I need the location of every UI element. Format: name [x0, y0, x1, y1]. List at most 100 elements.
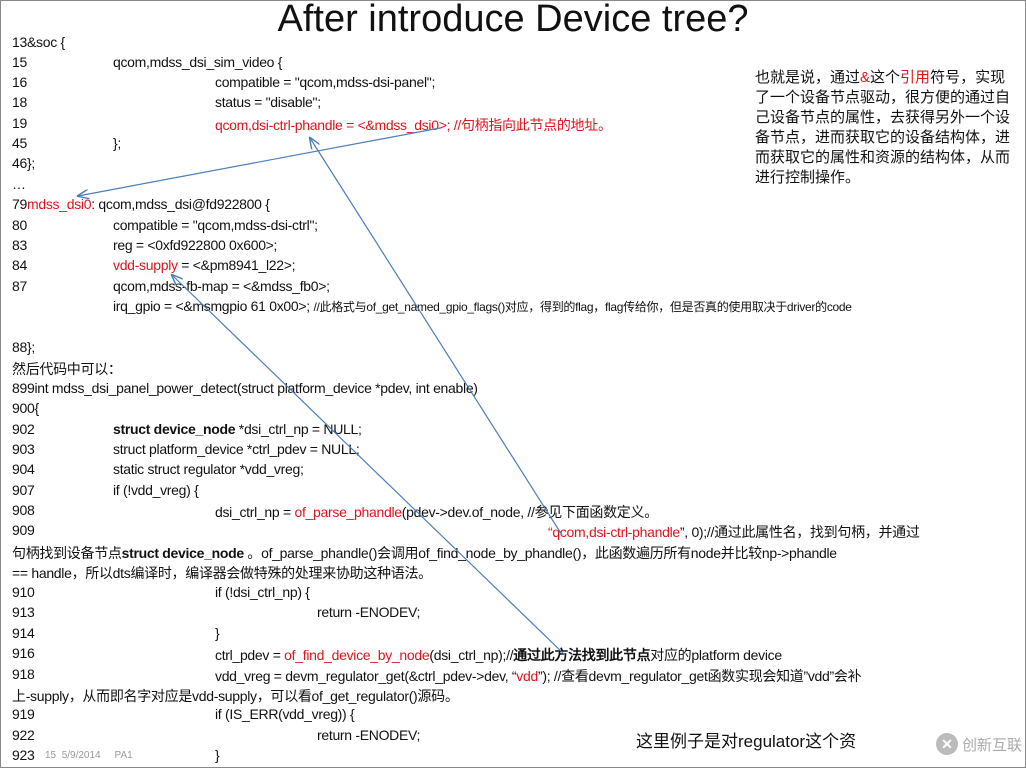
code-line: vdd_vreg = devm_regulator_get(&ctrl_pdev… — [215, 666, 862, 686]
line-number: 15 — [12, 54, 27, 70]
code-line: 然后代码中可以： — [12, 361, 122, 377]
code-line: return -ENODEV; — [317, 604, 421, 620]
line-number: 80 — [12, 217, 27, 233]
code-text: ”, 0);//通过此属性名，找到句柄，并通过 — [679, 524, 920, 540]
code-text: *dsi_ctrl_np = NULL; — [235, 421, 362, 437]
explanation-note: 也就是说，通过&这个引用符号，实现了一个设备节点驱动，很方便的通过自己设备节点的… — [755, 68, 1015, 188]
property-name: “qcom,dsi-ctrl-phandle — [548, 524, 680, 540]
arrow-vdd-to-supply — [172, 275, 566, 656]
comment: 句柄找到设备节点 — [12, 545, 122, 561]
code-line-highlight: qcom,dsi-ctrl-phandle = <&mdss_dsi0>; //… — [215, 117, 612, 133]
code-line: compatible = "qcom,mdss-dsi-ctrl"; — [113, 217, 318, 233]
code-line: compatible = "qcom,mdss-dsi-panel"; — [215, 74, 436, 90]
arrow-phandle-to-node — [78, 127, 441, 196]
code-line: == handle，所以dts编译时，编译器会做特殊的处理来协助这种语法。 — [12, 565, 432, 581]
code-line: } — [215, 747, 220, 763]
line-number: 903 — [12, 441, 35, 457]
comment: 通过此方法找到此节点 — [513, 647, 651, 663]
code-line: return -ENODEV; — [317, 727, 421, 743]
code-line: irq_gpio = <&msmgpio 61 0x00>; //此格式与of_… — [113, 298, 852, 315]
property-name: vdd-supply — [113, 257, 178, 273]
code-text: dsi_ctrl_np = — [215, 504, 295, 520]
code-line: 46}; — [12, 155, 35, 171]
line-number: 83 — [12, 237, 27, 253]
code-line: } — [215, 625, 220, 641]
code-text: struct device_node — [113, 421, 236, 437]
code-line: 88}; — [12, 339, 35, 355]
note-text: 符号，实现了一个设备节点驱动，很方便的通过自己设备节点的属性，去获得另外一个设备… — [755, 69, 1011, 186]
code-text: (dsi_ctrl_np);// — [429, 647, 514, 663]
note-highlight: & — [860, 69, 871, 86]
slide-number: 15 — [45, 750, 57, 761]
slide-label: PA1 — [114, 750, 133, 761]
code-line: qcom,mdss-fb-map = <&mdss_fb0>; — [113, 278, 330, 294]
function-name: of_find_device_by_node — [284, 647, 430, 663]
line-number: 918 — [12, 666, 35, 682]
code-text: (pdev->dev.of_node, //参见下面函数定义。 — [401, 504, 658, 520]
line-number: 904 — [12, 461, 35, 477]
line-number: 910 — [12, 584, 35, 600]
code-text: = <&pm8941_l22>; — [177, 257, 296, 273]
code-line: ctrl_pdev = of_find_device_by_node(dsi_c… — [215, 645, 782, 665]
code-line: }; — [113, 135, 121, 151]
note-highlight: 引用 — [900, 69, 931, 86]
trailing-text: 这里例子是对regulator这个资 — [636, 732, 857, 751]
function-name: of_parse_phandle — [294, 504, 402, 520]
code-line: “qcom,dsi-ctrl-phandle”, 0);//通过此属性名，找到句… — [548, 522, 920, 542]
code-text: irq_gpio = <&msmgpio 61 0x00>; — [113, 298, 314, 314]
string-value: vdd — [516, 668, 538, 684]
slide-footer: 15 5/9/2014 PA1 — [45, 750, 133, 761]
line-number: 87 — [12, 278, 27, 294]
code-line: 900{ — [12, 400, 39, 416]
line-number: 909 — [12, 522, 35, 538]
line-number: 79 — [12, 196, 27, 212]
slide-date: 5/9/2014 — [61, 750, 101, 761]
node-label: mdss_dsi0 — [26, 196, 92, 212]
code-line: if (!dsi_ctrl_np) { — [215, 584, 310, 600]
line-number: 923 — [12, 747, 35, 763]
code-line: 899int mdss_dsi_panel_power_detect(struc… — [12, 380, 478, 396]
code-line: qcom,mdss_dsi_sim_video { — [113, 54, 283, 70]
code-text: ctrl_pdev = — [215, 647, 285, 663]
line-number: 922 — [12, 727, 35, 743]
line-number: 902 — [12, 421, 35, 437]
logo-icon: ✕ — [936, 733, 958, 755]
comment: struct device_node — [121, 545, 245, 561]
code-line: reg = <0xfd922800 0x600>; — [113, 237, 278, 253]
note-text: 这个 — [870, 69, 901, 86]
line-number: 18 — [12, 94, 27, 110]
line-number: 907 — [12, 482, 35, 498]
line-number: 19 — [12, 115, 27, 131]
code-line: 13&soc { — [12, 34, 65, 50]
arrow-parse-to-property — [310, 138, 563, 536]
code-text: : qcom,mdss_dsi@fd922800 { — [91, 196, 270, 212]
comment: 对应的platform device — [650, 647, 782, 663]
line-number: 919 — [12, 706, 35, 722]
line-number: 84 — [12, 257, 27, 273]
code-line: status = "disable"; — [215, 94, 321, 110]
line-number: 16 — [12, 74, 27, 90]
watermark-logo: ✕创新互联 — [936, 733, 1022, 755]
code-line: if (IS_ERR(vdd_vreg)) { — [215, 706, 355, 722]
code-line: 上-supply，从而即名字对应是vdd-supply，可以看of_get_re… — [12, 688, 459, 704]
code-line: static struct regulator *vdd_vreg; — [113, 461, 304, 477]
note-text: 也就是说，通过 — [755, 69, 861, 86]
code-line: 79mdss_dsi0: qcom,mdss_dsi@fd922800 { — [12, 196, 270, 212]
watermark-text: 创新互联 — [962, 736, 1023, 754]
code-line: vdd-supply = <&pm8941_l22>; — [113, 257, 296, 273]
code-line: struct device_node *dsi_ctrl_np = NULL; — [113, 421, 362, 437]
code-text: vdd_vreg = devm_regulator_get(&ctrl_pdev… — [215, 668, 517, 684]
code-line: … — [12, 176, 26, 192]
code-line: dsi_ctrl_np = of_parse_phandle(pdev->dev… — [215, 502, 658, 522]
slide-title: After introduce Device tree? — [277, 0, 749, 40]
comment: //此格式与of_get_named_gpio_flags()对应，得到的fla… — [313, 300, 852, 314]
line-number: 914 — [12, 625, 35, 641]
code-line: 句柄找到设备节点struct device_node 。of_parse_pha… — [12, 543, 837, 563]
line-number: 916 — [12, 645, 35, 661]
line-number: 45 — [12, 135, 27, 151]
comment: ”); //查看devm_regulator_get函数实现会知道”vdd”会补 — [537, 668, 862, 684]
line-number: 913 — [12, 604, 35, 620]
code-line: if (!vdd_vreg) { — [113, 482, 199, 498]
code-line: struct platform_device *ctrl_pdev = NULL… — [113, 441, 360, 457]
